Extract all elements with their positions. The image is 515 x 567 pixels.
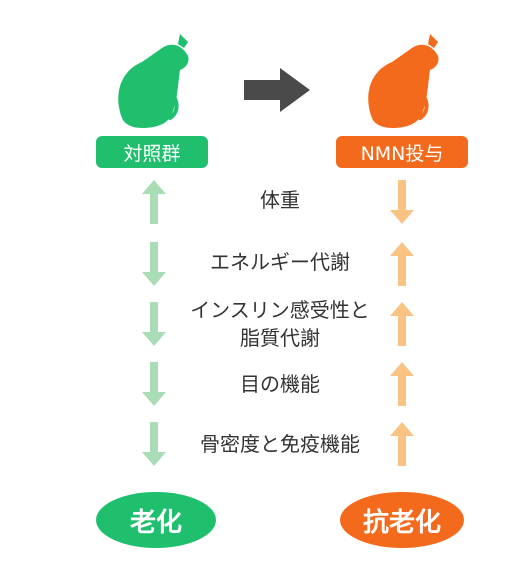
- control-arrow-down-icon: [142, 422, 166, 466]
- control-outcome-badge: 老化: [96, 492, 216, 548]
- control-mouse-icon: [118, 34, 189, 128]
- right-arrow-icon: [244, 68, 310, 112]
- control-group-label: 対照群: [96, 136, 208, 168]
- control-arrow-down-icon: [142, 362, 166, 406]
- nmn-arrow-up-icon: [390, 362, 414, 406]
- factor-label-bone-immune: 骨密度と免疫機能: [200, 432, 360, 456]
- nmn-arrow-down-icon: [390, 180, 414, 224]
- nmn-arrow-up-icon: [390, 422, 414, 466]
- factor-label-energy-metabolism: エネルギー代謝: [210, 250, 350, 274]
- factor-label-body-weight: 体重: [260, 188, 300, 212]
- factor-label-eye-function: 目の機能: [240, 372, 320, 396]
- nmn-arrow-up-icon: [390, 302, 414, 346]
- control-arrow-down-icon: [142, 302, 166, 346]
- nmn-mouse-icon: [368, 34, 439, 128]
- nmn-arrow-up-icon: [390, 242, 414, 286]
- factor-label-insulin-lipid: インスリン感受性と 脂質代謝: [190, 298, 370, 350]
- control-arrow-down-icon: [142, 242, 166, 286]
- control-arrow-up-icon: [142, 180, 166, 224]
- nmn-outcome-badge: 抗老化: [340, 492, 464, 548]
- nmn-group-label: NMN投与: [336, 136, 468, 168]
